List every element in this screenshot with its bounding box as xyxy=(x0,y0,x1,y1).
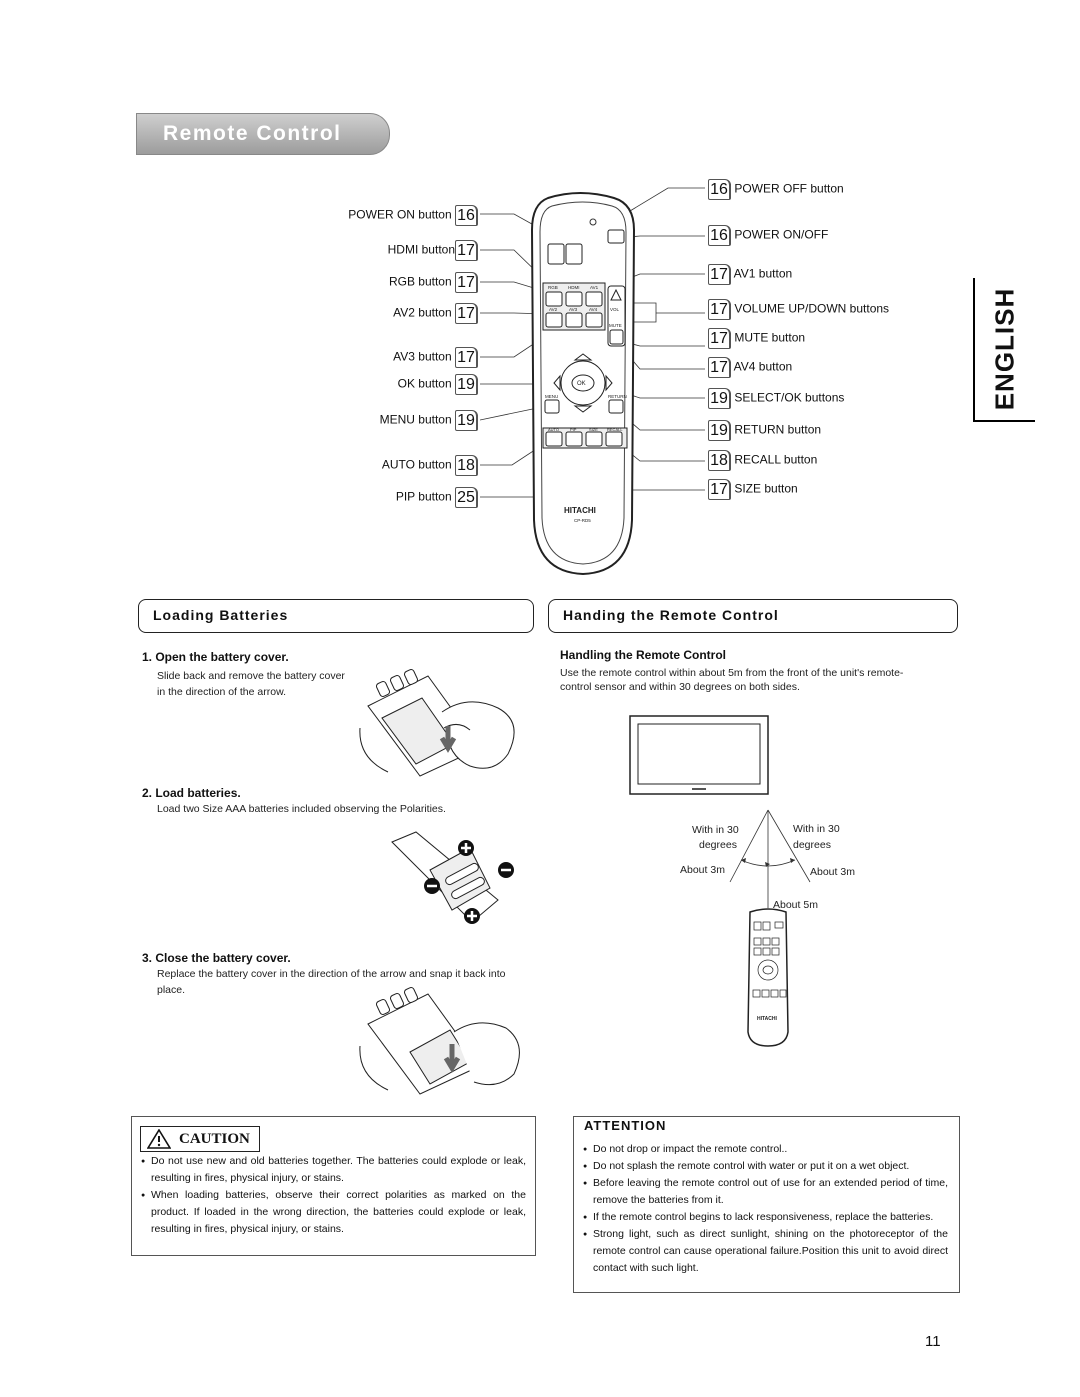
attention-list: Do not drop or impact the remote control… xyxy=(583,1141,948,1277)
key-mute: MUTE xyxy=(609,323,622,328)
caution-box xyxy=(131,1116,536,1256)
right-angle-label-1: With in 30 xyxy=(793,823,840,835)
left-angle-label-2: degrees xyxy=(699,839,737,851)
key-size: SIZE xyxy=(589,427,598,432)
caution-title: CAUTION xyxy=(179,1131,250,1147)
attention-item: Do not drop or impact the remote control… xyxy=(583,1141,948,1158)
label-power-onoff: 16 POWER ON/OFF xyxy=(708,225,828,246)
left-angle-label-1: With in 30 xyxy=(692,824,739,836)
label-av3: AV3 button 17 xyxy=(393,347,478,368)
right-distance-label: About 3m xyxy=(810,866,855,878)
key-av1: AV1 xyxy=(590,285,599,290)
section-title-banner: Remote Control xyxy=(136,113,390,155)
attention-item: Strong light, such as direct sunlight, s… xyxy=(583,1226,948,1277)
label-mute: 17 MUTE button xyxy=(708,328,805,349)
open-cover-illustration xyxy=(359,669,515,777)
page-ref: 18 xyxy=(708,450,731,471)
step-3-text: Replace the battery cover in the directi… xyxy=(157,968,506,996)
polarity-icons xyxy=(424,840,514,924)
key-rgb: RGB xyxy=(548,285,558,290)
handling-subheading: Handling the Remote Control xyxy=(560,648,726,662)
language-tab: ENGLISH xyxy=(973,278,1035,422)
left-distance-label: About 3m xyxy=(680,864,725,876)
page-ref: 16 xyxy=(455,205,478,226)
page-ref: 17 xyxy=(455,272,478,293)
attention-item: If the remote control begins to lack res… xyxy=(583,1209,948,1226)
caution-item: When loading batteries, observe their co… xyxy=(141,1187,526,1238)
page-ref: 17 xyxy=(708,299,731,320)
step-2-title: 2. Load batteries. xyxy=(142,786,241,800)
key-vol: VOL xyxy=(610,307,620,312)
language-label: ENGLISH xyxy=(989,287,1020,411)
label-recall: 18 RECALL button xyxy=(708,450,817,471)
key-av2: AV2 xyxy=(549,307,558,312)
small-remote-brand: HITACHI xyxy=(757,1016,778,1022)
page-ref: 17 xyxy=(455,347,478,368)
step-3-title: 3. Close the battery cover. xyxy=(142,951,291,965)
label-av4: 17 AV4 button xyxy=(708,357,792,378)
load-batteries-illustration xyxy=(391,831,514,924)
handling-header: Handing the Remote Control xyxy=(548,599,958,633)
key-recall: RECALL xyxy=(607,427,623,432)
key-return: RETURN xyxy=(608,394,627,399)
label-volume: 17 VOLUME UP/DOWN buttons xyxy=(708,299,889,320)
page-ref: 19 xyxy=(708,388,731,409)
key-pip: PIP xyxy=(570,427,577,432)
page-ref: 17 xyxy=(708,264,731,285)
page-ref: 19 xyxy=(455,374,478,395)
caution-tag: CAUTION xyxy=(140,1126,260,1152)
range-diagram: With in 30 degrees With in 30 degrees Ab… xyxy=(629,715,855,1047)
page-ref: 17 xyxy=(455,240,478,261)
page-ref: 16 xyxy=(708,225,731,246)
handling-text: Use the remote control within about 5m f… xyxy=(560,667,904,693)
key-auto: AUTO xyxy=(548,427,559,432)
warning-triangle-icon xyxy=(147,1129,171,1149)
page-ref: 19 xyxy=(455,410,478,431)
label-rgb: RGB button 17 xyxy=(389,272,478,293)
close-cover-illustration xyxy=(359,987,520,1095)
key-av3: AV3 xyxy=(569,307,578,312)
label-pip: PIP button 25 xyxy=(396,487,478,508)
page-ref: 17 xyxy=(455,303,478,324)
caution-item: Do not use new and old batteries togethe… xyxy=(141,1153,526,1187)
page-ref: 18 xyxy=(455,455,478,476)
label-select-ok: 19 SELECT/OK buttons xyxy=(708,388,844,409)
page-ref: 25 xyxy=(455,487,478,508)
label-return: 19 RETURN button xyxy=(708,420,821,441)
attention-item: Do not splash the remote control with wa… xyxy=(583,1158,948,1175)
attention-item: Before leaving the remote control out of… xyxy=(583,1175,948,1209)
key-ok: OK xyxy=(577,381,586,387)
page-number: 11 xyxy=(925,1333,941,1350)
step-2-text: Load two Size AAA batteries included obs… xyxy=(157,803,446,815)
page-ref: 19 xyxy=(708,420,731,441)
step-1-title: 1. Open the battery cover. xyxy=(142,650,289,664)
label-size: 17 SIZE button xyxy=(708,479,798,500)
label-power-on: POWER ON button 16 xyxy=(348,205,478,226)
key-av4: AV4 xyxy=(589,307,598,312)
page-ref: 17 xyxy=(708,479,731,500)
label-av1: 17 AV1 button xyxy=(708,264,792,285)
key-menu: MENU xyxy=(545,394,558,399)
remote-model: CP-RD5 xyxy=(574,518,591,523)
attention-title: ATTENTION xyxy=(584,1118,667,1133)
attention-box xyxy=(573,1116,960,1293)
remote-brand: HITACHI xyxy=(564,506,596,515)
label-menu: MENU button 19 xyxy=(380,410,478,431)
right-angle-label-2: degrees xyxy=(793,839,831,851)
remote-control-illustration: RGB HDMI AV1 AV2 AV3 AV4 VOL MUTE OK MEN… xyxy=(480,187,705,576)
key-hdmi: HDMI xyxy=(568,285,580,290)
label-auto: AUTO button 18 xyxy=(382,455,478,476)
page-ref: 17 xyxy=(708,328,731,349)
page-title: Remote Control xyxy=(163,122,342,145)
step-1-text: Slide back and remove the battery cover … xyxy=(157,670,345,698)
loading-batteries-header: Loading Batteries xyxy=(138,599,534,633)
caution-list: Do not use new and old batteries togethe… xyxy=(141,1153,526,1238)
front-distance-label: About 5m xyxy=(773,899,818,911)
page-ref: 17 xyxy=(708,357,731,378)
label-power-off: 16 POWER OFF button xyxy=(708,179,844,200)
label-ok: OK button 19 xyxy=(398,374,478,395)
page-ref: 16 xyxy=(708,179,731,200)
label-av2: AV2 button 17 xyxy=(393,303,478,324)
